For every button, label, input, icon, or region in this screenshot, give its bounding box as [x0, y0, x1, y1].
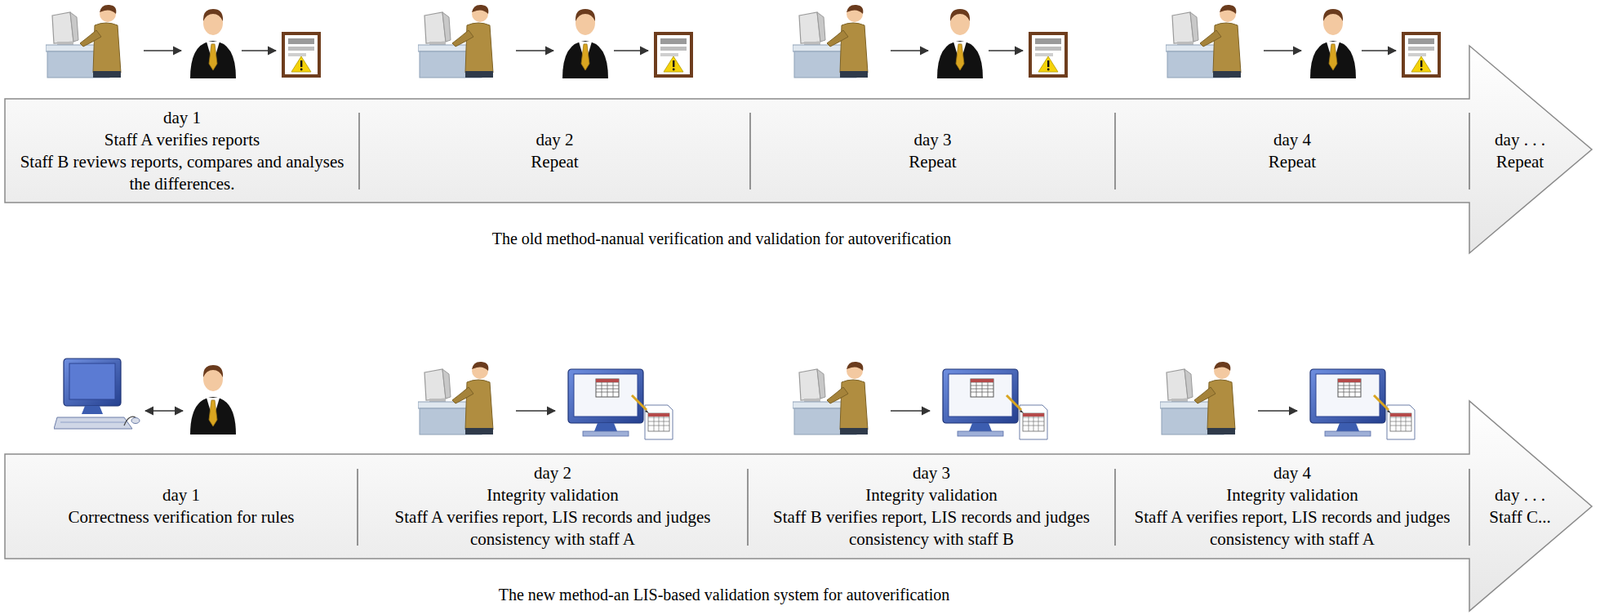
timeline-segment: day 4Repeat — [1115, 98, 1470, 203]
divider-lines — [357, 112, 1470, 546]
step-text: Integrity validation — [865, 484, 998, 507]
step-text: Staff C... — [1488, 506, 1551, 529]
day-label: day 3 — [912, 462, 951, 485]
day-label: day 2 — [533, 462, 572, 485]
step-text: Staff B verifies report, LIS records and… — [760, 506, 1103, 551]
day-label: day 3 — [913, 128, 952, 152]
timeline-segment: day 1Staff A verifies reportsStaff B rev… — [4, 98, 360, 203]
icon-group — [417, 4, 694, 79]
caption-text: The old method-nanual verification and v… — [492, 228, 952, 249]
day-label: day 2 — [535, 128, 574, 152]
timeline-segment: day 3Integrity validationStaff B verifie… — [747, 453, 1116, 559]
timeline-segment: day 4Integrity validationStaff A verifie… — [1115, 453, 1470, 559]
step-text: Repeat — [1268, 151, 1316, 174]
day-label: day 4 — [1273, 462, 1312, 485]
step-text: Staff A verifies report, LIS records and… — [1120, 506, 1464, 551]
step-text: Staff A verifies reports — [104, 128, 260, 152]
step-text: Staff B reviews reports, compares and an… — [14, 151, 350, 196]
timeline-segment: day 3Repeat — [750, 98, 1116, 203]
day-label: day 1 — [163, 106, 201, 129]
icon-group — [417, 361, 673, 440]
icon-group — [53, 358, 236, 435]
timeline-segment: day 1Correctness verification for rules — [4, 453, 358, 559]
timeline-segment: day . . .Repeat — [1474, 98, 1566, 203]
day-label: day 1 — [162, 484, 200, 507]
step-text: Repeat — [908, 151, 956, 174]
timeline-segment: day 2Integrity validationStaff A verifie… — [357, 453, 748, 559]
icon-group — [1165, 4, 1441, 79]
step-text: Staff A verifies report, LIS records and… — [381, 506, 725, 551]
day-label: day 4 — [1273, 128, 1312, 152]
step-text: Repeat — [1496, 151, 1544, 174]
day-label: day . . . — [1494, 128, 1546, 152]
step-text: Integrity validation — [486, 484, 619, 507]
step-text: Correctness verification for rules — [68, 506, 295, 529]
timeline-segment: day 2Repeat — [359, 98, 751, 203]
icon-group — [792, 4, 1068, 79]
icon-group — [792, 361, 1048, 440]
timeline-segment: day . . .Staff C... — [1474, 453, 1566, 559]
day-label: day . . . — [1494, 484, 1546, 507]
icon-group — [45, 4, 321, 79]
step-text: Integrity validation — [1226, 484, 1359, 507]
caption-text: The new method-an LIS-based validation s… — [498, 584, 951, 605]
icon-group — [1160, 361, 1415, 440]
step-text: Repeat — [530, 151, 578, 174]
